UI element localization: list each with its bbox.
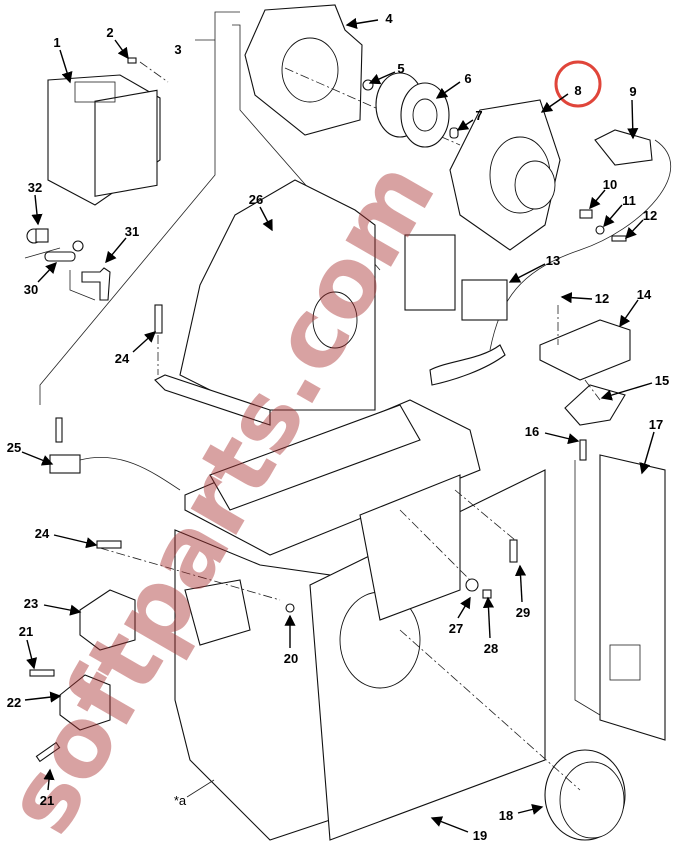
- callout-16: 16: [525, 424, 539, 439]
- callout-23: 23: [24, 596, 38, 611]
- part-24-screw-lower: [96, 540, 122, 549]
- part-7-washer: [449, 127, 459, 139]
- callout-24-b: 24: [115, 351, 130, 366]
- callout-28: 28: [484, 641, 498, 656]
- part-11-washer: [595, 225, 605, 235]
- callout-22: 22: [7, 695, 21, 710]
- part-10-clip: [579, 209, 593, 219]
- callout-2: 2: [106, 25, 113, 40]
- callout-15: 15: [655, 373, 669, 388]
- part-18-ring: [544, 749, 626, 841]
- callout-5: 5: [397, 61, 404, 76]
- callout-1: 1: [53, 35, 60, 50]
- base-tray: [184, 399, 481, 556]
- part-21-screw-lower: [35, 741, 61, 763]
- callout-8: 8: [574, 83, 581, 98]
- callout-labels: 1 2 3 4 5 6 7 8 9 10 11 12 13 12 14 15 1…: [7, 11, 669, 843]
- group-bracket-3: [39, 11, 240, 405]
- part-12-screw-left: [55, 417, 63, 443]
- callout-20: 20: [284, 651, 298, 666]
- part-15-resistor: [564, 384, 626, 426]
- part-20-nut: [285, 603, 295, 613]
- callout-14: 14: [637, 287, 652, 302]
- fittings-30-32: [24, 228, 111, 301]
- callout-30: 30: [24, 282, 38, 297]
- callout-13: 13: [546, 253, 560, 268]
- part-19-panel: [309, 469, 546, 841]
- callout-21-a: 21: [19, 624, 33, 639]
- callout-32: 32: [28, 180, 42, 195]
- callout-25: 25: [7, 440, 21, 455]
- callout-24-a: 24: [35, 526, 50, 541]
- callout-26: 26: [249, 192, 263, 207]
- callout-11: 11: [622, 193, 636, 208]
- callout-12-b: 12: [595, 291, 609, 306]
- part-12-screw: [611, 235, 627, 242]
- callout-a: *a: [174, 793, 187, 808]
- part-5-nut: [362, 79, 374, 91]
- highlight-circle: [554, 60, 602, 108]
- callout-31: 31: [125, 224, 139, 239]
- callout-7: 7: [475, 108, 482, 123]
- part-8-flange: [449, 99, 561, 251]
- part-25-switch: [49, 454, 81, 474]
- callout-10: 10: [603, 177, 617, 192]
- part-29-screw: [509, 539, 518, 563]
- part-24-screw-upper: [154, 304, 163, 334]
- part-16-screw: [579, 439, 587, 461]
- part-2-screw: [127, 57, 137, 64]
- callout-4: 4: [385, 11, 393, 26]
- part-23-switch: [79, 589, 136, 651]
- part-9-connector: [594, 129, 653, 166]
- part-14-bracket: [539, 319, 631, 381]
- part-21-screw-upper: [29, 669, 55, 677]
- callout-18: 18: [499, 808, 513, 823]
- callout-arrows: [21, 17, 655, 833]
- callout-19: 19: [473, 828, 487, 843]
- callout-6: 6: [464, 71, 471, 86]
- part-17-panel: [599, 454, 666, 741]
- callout-21-b: 21: [40, 793, 54, 808]
- part-26-housing: [154, 179, 456, 426]
- part-4-plate: [244, 4, 363, 136]
- part-28-nut: [482, 589, 492, 599]
- callout-17: 17: [649, 417, 663, 432]
- part-1-housing: [47, 74, 161, 206]
- part-27-washer: [465, 578, 479, 592]
- callout-9: 9: [629, 84, 636, 99]
- callout-3: 3: [174, 42, 181, 57]
- part-13-gasket: [461, 279, 508, 321]
- part-6-filter: [375, 72, 450, 148]
- callout-29: 29: [516, 605, 530, 620]
- part-22-switch: [59, 674, 111, 731]
- callout-12-a: 12: [643, 208, 657, 223]
- callout-27: 27: [449, 621, 463, 636]
- hose: [429, 344, 506, 386]
